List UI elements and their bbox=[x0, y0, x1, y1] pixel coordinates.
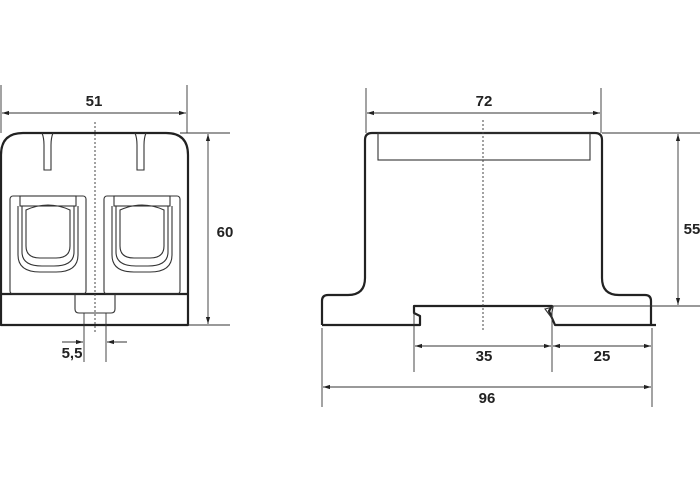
dim-label-51: 51 bbox=[86, 93, 103, 110]
dim-label-96: 96 bbox=[479, 390, 496, 407]
dim-front-slot: 5,5 bbox=[62, 313, 127, 362]
front-view bbox=[0, 122, 190, 334]
dim-front-width: 51 bbox=[0, 85, 188, 133]
front-slot-right bbox=[134, 132, 147, 171]
front-slot-left bbox=[41, 132, 54, 171]
dim-side-height: 55 bbox=[552, 132, 700, 307]
terminal-right bbox=[103, 195, 181, 295]
side-body-outline bbox=[320, 131, 653, 325]
dim-side-total-width: 96 bbox=[321, 328, 651, 407]
dim-front-height: 60 bbox=[180, 132, 234, 326]
dim-label-5-5: 5,5 bbox=[62, 345, 83, 362]
terminal-left bbox=[9, 195, 87, 295]
dim-label-25: 25 bbox=[594, 348, 611, 365]
side-top-recess bbox=[377, 132, 591, 161]
side-rail-clip bbox=[322, 304, 656, 327]
dim-side-top-width: 72 bbox=[365, 88, 602, 133]
side-view bbox=[320, 120, 656, 330]
dim-label-35: 35 bbox=[476, 348, 493, 365]
dim-label-60: 60 bbox=[217, 224, 234, 241]
dim-label-55: 55 bbox=[684, 221, 700, 238]
dim-side-rail: 35 25 bbox=[413, 312, 653, 407]
front-body-outline bbox=[0, 131, 190, 327]
front-center-tab bbox=[74, 294, 116, 314]
dim-label-72: 72 bbox=[476, 93, 493, 110]
